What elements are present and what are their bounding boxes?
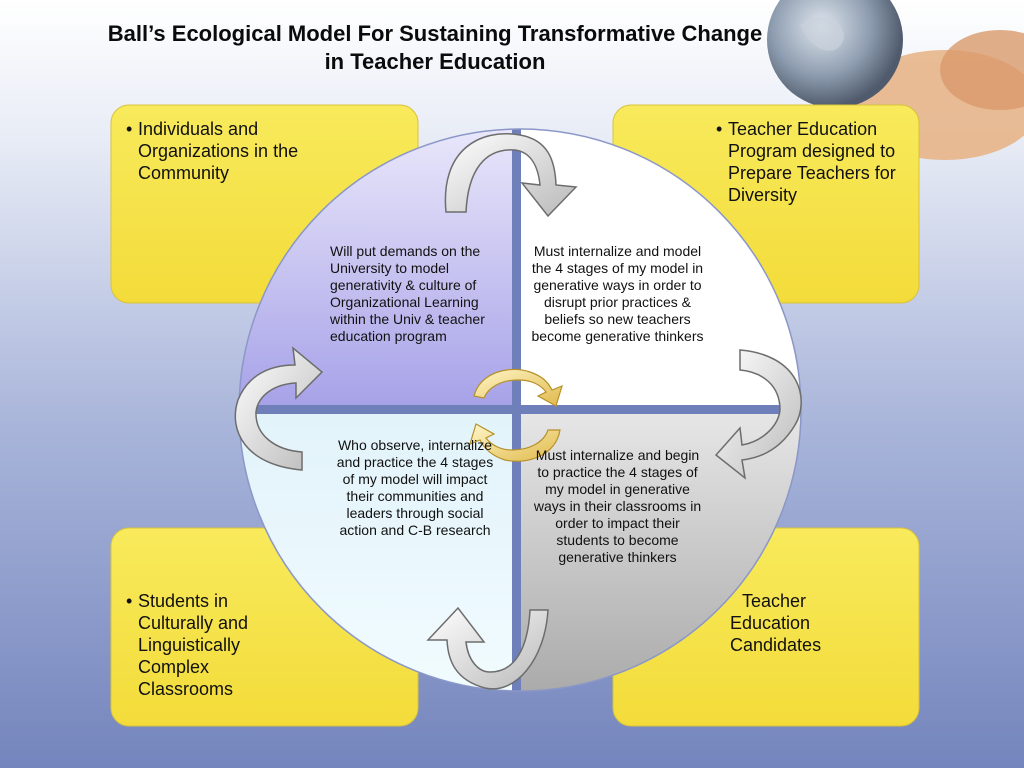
corner-text-top-right: • Teacher Education Program designed to … [716, 118, 911, 206]
center-cycle-arrows [469, 368, 563, 462]
arrow-right-icon [714, 349, 802, 480]
title-line-1: Ball’s Ecological Model For Sustaining T… [107, 21, 763, 46]
quadrant-text-bottom-left: Who observe, internalize and practice th… [336, 437, 494, 538]
corner-label-top-left: Individuals and Organizations in the Com… [138, 119, 299, 183]
arrow-left-icon [234, 346, 324, 471]
bullet-icon: • [126, 119, 133, 139]
cycle-arrows [234, 133, 802, 690]
quadrant-text-top-right: Must internalize and model the 4 stages … [531, 243, 704, 344]
arrow-top-icon [444, 133, 578, 218]
bullet-icon: • [716, 119, 723, 139]
corner-label-top-right: Teacher Education Program designed to Pr… [728, 119, 896, 205]
page-title: Ball’s Ecological Model For Sustaining T… [40, 20, 830, 76]
quadrant-text-bottom-right: Must internalize and begin to practice t… [533, 447, 702, 565]
title-line-2: in Teacher Education [324, 49, 546, 74]
center-arrow-top-icon [473, 368, 563, 407]
arrow-bottom-icon [426, 606, 549, 690]
center-arrow-bottom-icon [469, 423, 561, 462]
bullet-icon: • [126, 591, 133, 611]
quadrant-text-top-left: Will put demands on the University to mo… [330, 243, 485, 344]
corner-text-top-left: • Individuals and Organizations in the C… [126, 118, 311, 184]
corner-text-bottom-right: Teacher Education Candidates [730, 591, 822, 655]
corner-text-bottom-left: • Students in Culturally and Linguistica… [126, 590, 296, 700]
corner-label-bottom-left: Students in Culturally and Linguisticall… [138, 591, 249, 699]
